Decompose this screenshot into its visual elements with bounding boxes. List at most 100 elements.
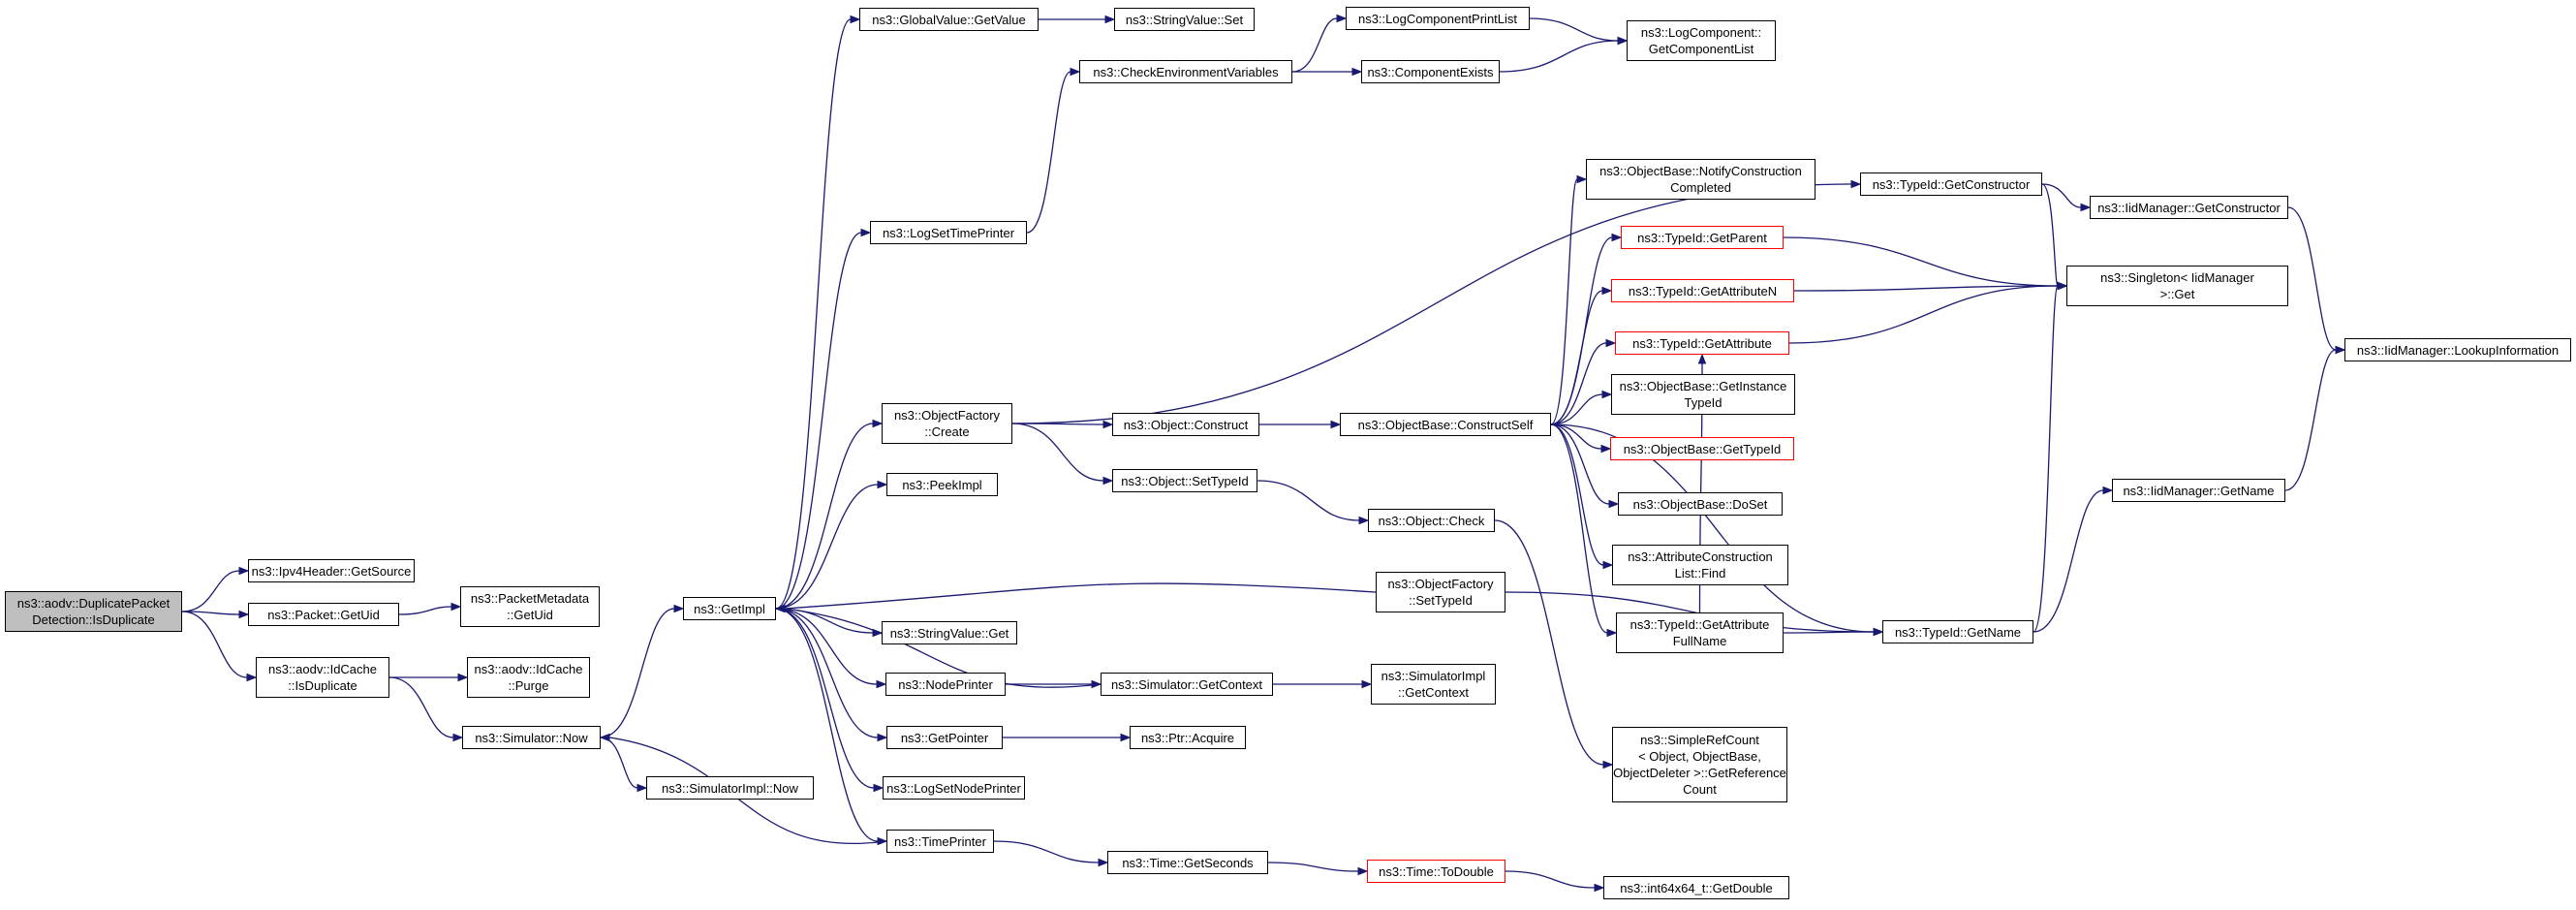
edge-tidgetattrn-to-singleton bbox=[1793, 285, 2059, 292]
node-ipv4src[interactable]: ns3::Ipv4Header::GetSource bbox=[248, 559, 415, 582]
arrowhead bbox=[873, 783, 885, 793]
arrowhead bbox=[1601, 390, 1613, 399]
node-tidgetname[interactable]: ns3::TypeId::GetName bbox=[1882, 620, 2033, 643]
node-timegetsec[interactable]: ns3::Time::GetSeconds bbox=[1107, 851, 1268, 874]
node-singleton[interactable]: ns3::Singleton< IidManager>::Get bbox=[2066, 266, 2288, 306]
arrowhead bbox=[1070, 67, 1081, 77]
node-label-line: ns3::SimulatorImpl bbox=[1381, 669, 1486, 683]
node-svset[interactable]: ns3::StringValue::Set bbox=[1114, 8, 1255, 31]
node-getpointer[interactable]: ns3::GetPointer bbox=[886, 726, 1003, 749]
arrowhead bbox=[1611, 233, 1623, 242]
node-label-line: ns3::aodv::DuplicatePacket bbox=[16, 596, 171, 611]
node-peekimpl[interactable]: ns3::PeekImpl bbox=[886, 473, 998, 496]
node-gvget[interactable]: ns3::GlobalValue::GetValue bbox=[859, 8, 1039, 31]
node-label-line: ns3::TypeId::GetAttribute bbox=[1629, 617, 1770, 632]
arrowhead bbox=[872, 419, 884, 428]
node-checkenv[interactable]: ns3::CheckEnvironmentVariables bbox=[1079, 60, 1292, 83]
node-lcprint[interactable]: ns3::LogComponentPrintList bbox=[1346, 7, 1530, 30]
node-pmuid[interactable]: ns3::PacketMetadata::GetUid bbox=[460, 586, 600, 627]
node-iidgetctor[interactable]: ns3::IidManager::GetConstructor bbox=[2090, 196, 2288, 219]
node-label-line: TypeId bbox=[1684, 395, 1723, 410]
node-label-line: ns3::SimpleRefCount bbox=[1640, 733, 1759, 747]
node-nodeprinter[interactable]: ns3::NodePrinter bbox=[885, 673, 1006, 696]
node-label-line: GetComponentList bbox=[1648, 42, 1754, 56]
arrowhead bbox=[450, 602, 462, 612]
node-obgettypeid[interactable]: ns3::ObjectBase::GetTypeId bbox=[1610, 437, 1794, 460]
node-tidgetattrn[interactable]: ns3::TypeId::GetAttributeN bbox=[1611, 279, 1794, 302]
node-tidgetparent[interactable]: ns3::TypeId::GetParent bbox=[1621, 226, 1784, 249]
arrowhead bbox=[1602, 760, 1614, 769]
node-obconstructself[interactable]: ns3::ObjectBase::ConstructSelf bbox=[1340, 413, 1551, 436]
arrowhead bbox=[1102, 476, 1114, 486]
node-simimplctx[interactable]: ns3::SimulatorImpl::GetContext bbox=[1371, 664, 1496, 705]
edge-ofsettypeid-to-getimpl bbox=[784, 582, 1377, 610]
edge-obconstructself-to-tidgetattr bbox=[1550, 342, 1607, 425]
arrowhead bbox=[2335, 345, 2346, 355]
arrowhead bbox=[457, 673, 469, 682]
node-label-line: ObjectDeleter >::GetReference bbox=[1613, 766, 1786, 780]
edge-tidgetctor-to-singleton bbox=[2041, 183, 2059, 287]
arrowhead bbox=[1357, 866, 1369, 876]
node-label-line: ns3::LogComponentPrintList bbox=[1357, 11, 1518, 26]
edge-tidgetparent-to-singleton bbox=[1783, 236, 2059, 287]
node-label-line: ns3::Ipv4Header::GetSource bbox=[251, 563, 412, 579]
edge-objsettypeid-to-objcheck bbox=[1257, 480, 1360, 521]
node-timeprinter[interactable]: ns3::TimePrinter bbox=[886, 830, 994, 853]
node-label-line: ns3::Ptr::Acquire bbox=[1140, 730, 1235, 745]
node-compexists[interactable]: ns3::ComponentExists bbox=[1361, 60, 1500, 83]
node-iidlookup[interactable]: ns3::IidManager::LookupInformation bbox=[2344, 338, 2571, 361]
node-tidgetctor[interactable]: ns3::TypeId::GetConstructor bbox=[1860, 173, 2042, 196]
node-simnow[interactable]: ns3::Simulator::Now bbox=[462, 726, 601, 749]
node-objconstruct[interactable]: ns3::Object::Construct bbox=[1112, 413, 1259, 436]
node-label-line: ns3::IidManager::GetName bbox=[2123, 483, 2275, 498]
node-label-line: ns3::GetImpl bbox=[694, 601, 765, 616]
node-i64double[interactable]: ns3::int64x64_t::GetDouble bbox=[1603, 876, 1789, 899]
arrowhead bbox=[1605, 338, 1617, 348]
node-label-line: ns3::Simulator::Now bbox=[475, 730, 588, 745]
arrowhead bbox=[1602, 560, 1614, 570]
edge-getimpl-to-ofcreate bbox=[775, 423, 874, 610]
edge-logsettp-to-checkenv bbox=[1026, 71, 1071, 234]
node-logsettp[interactable]: ns3::LogSetTimePrinter bbox=[870, 221, 1027, 244]
arrowhead bbox=[1600, 444, 1612, 454]
edge-compexists-to-lcgetlist bbox=[1499, 40, 1619, 73]
edge-tidgetname-to-singleton bbox=[2033, 285, 2059, 633]
arrowhead bbox=[238, 566, 250, 576]
node-svget[interactable]: ns3::StringValue::Get bbox=[882, 621, 1017, 644]
node-timetodouble[interactable]: ns3::Time::ToDouble bbox=[1367, 860, 1505, 883]
node-obdoset[interactable]: ns3::ObjectBase::DoSet bbox=[1618, 492, 1783, 516]
node-getimpl[interactable]: ns3::GetImpl bbox=[683, 597, 776, 620]
node-label-line: ns3::ObjectBase::GetInstance bbox=[1619, 379, 1787, 393]
node-simimplnow[interactable]: ns3::SimulatorImpl::Now bbox=[646, 776, 814, 800]
node-tidgetattr[interactable]: ns3::TypeId::GetAttribute bbox=[1615, 331, 1789, 355]
edge-root-to-ipv4src bbox=[181, 570, 240, 612]
node-ptracquire[interactable]: ns3::Ptr::Acquire bbox=[1130, 726, 1246, 749]
edge-obconstructself-to-obnotify bbox=[1550, 178, 1578, 425]
node-iidgetname[interactable]: ns3::IidManager::GetName bbox=[2112, 479, 2285, 502]
arrowhead bbox=[877, 733, 888, 742]
node-simgetctx[interactable]: ns3::Simulator::GetContext bbox=[1101, 673, 1273, 696]
node-idcache[interactable]: ns3::aodv::IdCache::IsDuplicate bbox=[256, 657, 389, 698]
node-ofcreate[interactable]: ns3::ObjectFactory::Create bbox=[882, 403, 1012, 444]
arrowhead bbox=[1576, 174, 1588, 184]
node-lcgetlist[interactable]: ns3::LogComponent::GetComponentList bbox=[1627, 20, 1776, 61]
edge-getimpl-to-nodeprinter bbox=[775, 608, 878, 685]
node-label-line: ns3::ObjectFactory bbox=[893, 408, 1001, 423]
node-purge[interactable]: ns3::aodv::IdCache::Purge bbox=[467, 657, 590, 698]
node-label-line: ns3::ObjectBase::DoSet bbox=[1632, 496, 1768, 512]
node-label-line: ns3::aodv::IdCache bbox=[267, 662, 378, 676]
node-logsetnp[interactable]: ns3::LogSetNodePrinter bbox=[883, 776, 1025, 800]
node-ofsettypeid[interactable]: ns3::ObjectFactory::SetTypeId bbox=[1376, 572, 1505, 612]
node-srcount[interactable]: ns3::SimpleRefCount< Object, ObjectBase,… bbox=[1612, 727, 1787, 802]
arrowhead bbox=[1358, 516, 1370, 525]
node-objsettypeid[interactable]: ns3::Object::SetTypeId bbox=[1112, 469, 1257, 492]
node-pktuid[interactable]: ns3::Packet::GetUid bbox=[248, 603, 399, 626]
edge-iidgetctor-to-iidlookup bbox=[2287, 206, 2337, 351]
node-objcheck[interactable]: ns3::Object::Check bbox=[1368, 509, 1495, 532]
